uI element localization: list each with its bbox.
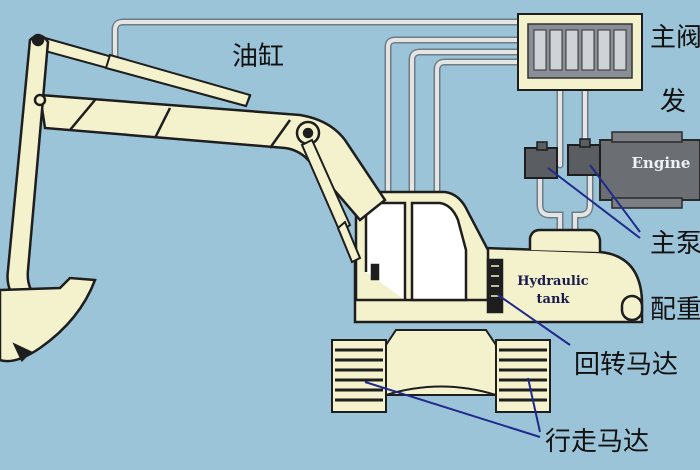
bucket <box>0 276 97 363</box>
boom <box>38 93 387 222</box>
hydraulic-tank-label-line2: tank <box>537 292 571 307</box>
main-pump-blocks <box>524 138 601 179</box>
label-main-valve: 主阀 <box>650 23 700 53</box>
engine-block: Engine <box>599 131 700 209</box>
main-valve-block <box>517 13 643 91</box>
leader-lines <box>364 164 641 438</box>
label-travel-motor: 行走马达 <box>545 427 649 457</box>
label-main-pump: 主泵 <box>650 229 700 259</box>
engine-label: Engine <box>632 154 691 172</box>
arm <box>6 33 50 307</box>
hydraulic-tank-label-line1: Hydraulic <box>517 274 589 289</box>
label-swing-motor: 回转马达 <box>574 350 678 380</box>
tracks <box>331 329 551 413</box>
hydraulic-tank: Hydraulic tank <box>508 258 600 310</box>
label-counterweight: 配重 <box>650 295 700 325</box>
stick-cylinder <box>32 34 252 108</box>
boom-cylinder <box>300 138 362 264</box>
label-oil-cylinder: 油缸 <box>232 42 284 72</box>
label-engine-cn: 发 <box>660 87 686 117</box>
